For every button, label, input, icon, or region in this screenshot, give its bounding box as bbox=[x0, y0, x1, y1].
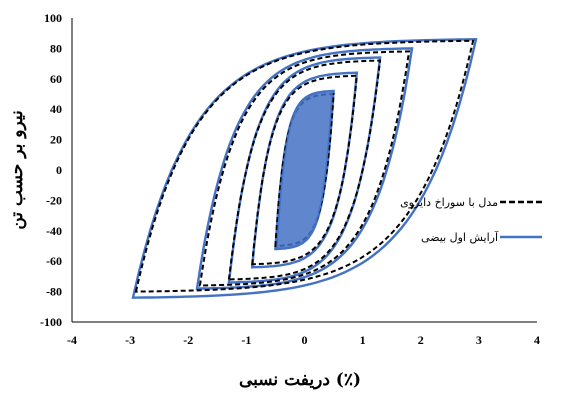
legend-label-elliptical: آرایش اول بیضی bbox=[421, 230, 499, 244]
x-tick-label: 4 bbox=[534, 333, 540, 347]
axes bbox=[71, 18, 537, 323]
solid-hysteresis-loop-3 bbox=[227, 56, 382, 284]
x-axis-title: دریفت نسبی (٪) bbox=[239, 370, 361, 390]
solid-hysteresis-loop-2 bbox=[250, 71, 359, 269]
x-tick-label: -3 bbox=[125, 333, 135, 347]
legend-label-circular-hole: مدل با سوراخ دایروی bbox=[400, 196, 498, 209]
y-tick-label: -20 bbox=[46, 193, 62, 207]
tick-labels: -100 -80 -60 -40 -20 0 20 40 60 80 100 -4 -3 -2 -1 0 1 2 3… bbox=[40, 11, 540, 347]
plot-area bbox=[131, 38, 478, 299]
x-tick-label: 2 bbox=[418, 333, 424, 347]
y-tick-label: 40 bbox=[50, 102, 62, 116]
x-tick-label: -2 bbox=[183, 333, 193, 347]
x-tick-label: 3 bbox=[476, 333, 482, 347]
dashed-hysteresis-loop-1 bbox=[274, 92, 335, 247]
x-tick-label: 0 bbox=[302, 333, 308, 347]
dashed-hysteresis-loop-2 bbox=[251, 74, 358, 266]
small-cycles-core bbox=[276, 90, 333, 250]
x-tick-label: -4 bbox=[67, 333, 77, 347]
y-tick-label: 100 bbox=[44, 11, 62, 25]
y-tick-label: 0 bbox=[56, 163, 62, 177]
y-tick-label: -60 bbox=[46, 254, 62, 268]
dashed-hysteresis-loop-4 bbox=[198, 50, 411, 287]
y-tick-label: -40 bbox=[46, 224, 62, 238]
dashed-hysteresis-loop-3 bbox=[227, 59, 382, 281]
legend: مدل با سوراخ دایروی آرایش اول بیضی bbox=[400, 196, 542, 244]
y-tick-label: -80 bbox=[46, 285, 62, 299]
dashed-hysteresis-loop-5 bbox=[134, 39, 475, 293]
y-tick-label: -100 bbox=[40, 315, 62, 329]
y-tick-label: 20 bbox=[50, 133, 62, 147]
x-tick-label: -1 bbox=[241, 333, 251, 347]
x-tick-label: 1 bbox=[360, 333, 366, 347]
y-tick-label: 60 bbox=[50, 72, 62, 86]
y-tick-label: 80 bbox=[50, 41, 62, 55]
y-axis-title: نیرو بر حسب تن bbox=[7, 110, 27, 229]
